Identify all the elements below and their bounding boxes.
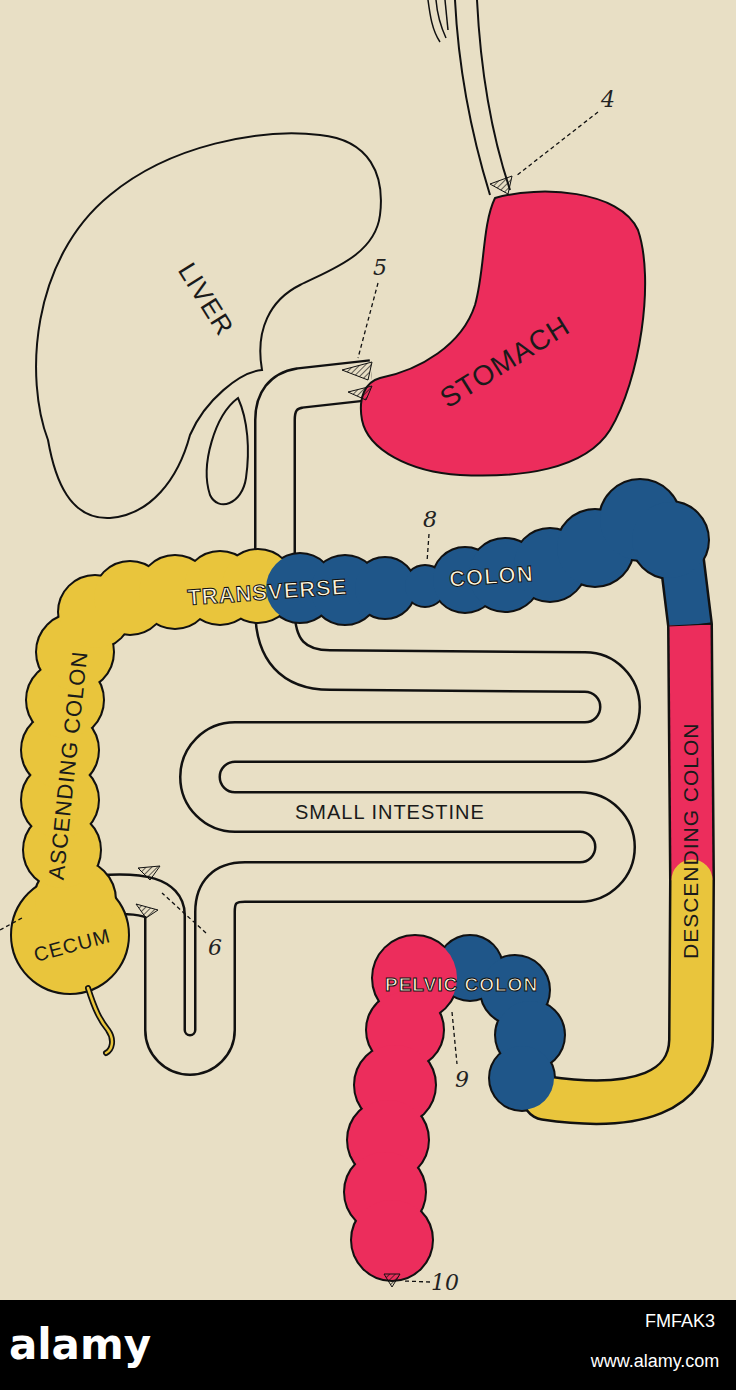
callout-number: 8	[423, 508, 437, 532]
watermark-text: www.alamy.com	[591, 1352, 720, 1372]
callout-number: 10	[431, 1271, 459, 1295]
organ-label: DESCENDING COLON	[679, 722, 703, 959]
organ-region: DESCENDING COLON	[677, 718, 706, 963]
callout-number: 6	[208, 936, 222, 960]
watermark-text: FMFAK3	[645, 1312, 715, 1332]
organ-label: SMALL INTESTINE	[295, 801, 485, 824]
organ-label: PELVIC COLON	[385, 974, 539, 996]
callout-number: 5	[373, 256, 387, 280]
organ-region: SMALL INTESTINE	[291, 799, 489, 826]
organ-region: PELVIC COLON	[381, 972, 543, 998]
callout-number: 9	[455, 1068, 469, 1092]
callout-number: 4	[601, 88, 615, 112]
watermark-text: alamy	[9, 1322, 151, 1368]
